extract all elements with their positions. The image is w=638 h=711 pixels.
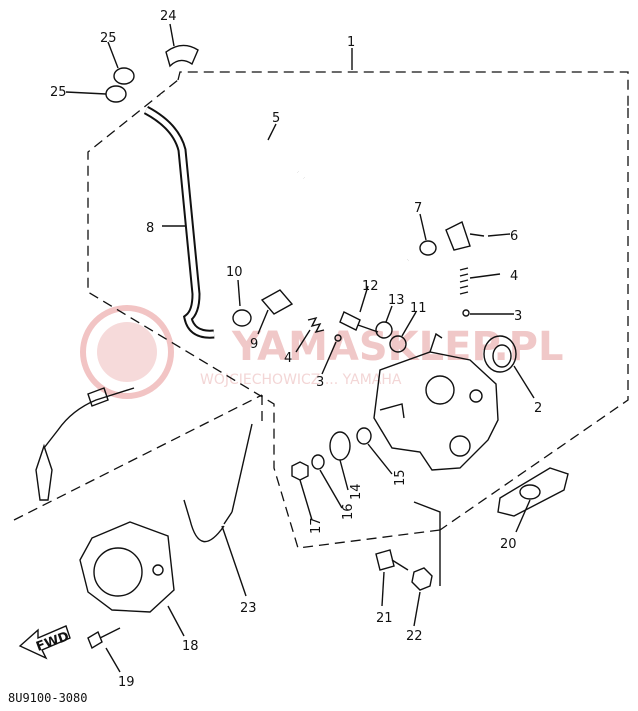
sensor-lead [35, 387, 135, 501]
hose-8 [143, 106, 215, 339]
spring-4-upper [459, 267, 469, 295]
callout-18: 18 [182, 639, 199, 654]
callout-3-lower: 3 [316, 375, 324, 390]
ball-3-upper [462, 309, 470, 317]
nut-17 [291, 461, 309, 481]
callout-4-lower: 4 [284, 351, 292, 366]
callout-17: 17 [309, 517, 324, 534]
forward-arrow-icon: FWD [18, 625, 71, 660]
callout-21: 21 [376, 611, 393, 626]
bolt-21 [375, 549, 409, 571]
clip-24 [165, 44, 199, 68]
washer-13 [375, 321, 393, 339]
leader-lines [65, 23, 535, 673]
washer-15 [356, 427, 372, 445]
clamp-10 [232, 309, 252, 327]
callout-13: 13 [388, 293, 405, 308]
fitting-6 [445, 221, 485, 251]
spring-4-lower [307, 316, 325, 334]
fwd-label: FWD [34, 629, 71, 655]
assembly-boundary [13, 71, 629, 549]
gear-14 [329, 431, 351, 461]
watermark-tagline: WOJCIECHOWICZ ... YAMAHA [200, 372, 402, 388]
callout-8: 8 [146, 221, 154, 236]
hose-5 [158, 93, 409, 265]
drawing-code: 8U9100-3080 [8, 691, 87, 705]
washer-11 [389, 335, 407, 353]
screw-19 [87, 627, 121, 650]
callout-19: 19 [118, 675, 135, 690]
callout-2: 2 [534, 401, 542, 416]
callout-16: 16 [341, 503, 356, 520]
ball-3-lower [334, 334, 342, 342]
callout-11: 11 [410, 301, 427, 316]
cover-18 [79, 521, 175, 613]
callout-23: 23 [240, 601, 257, 616]
oil-pump-body [373, 332, 499, 471]
clip-25-upper [113, 67, 135, 85]
fitting-9 [260, 289, 294, 315]
callout-15: 15 [393, 469, 408, 486]
callout-3-upper: 3 [514, 309, 522, 324]
callout-22: 22 [406, 629, 423, 644]
washer-16 [311, 454, 325, 470]
nut-22 [411, 567, 433, 591]
callout-10: 10 [226, 265, 243, 280]
callout-5: 5 [272, 111, 280, 126]
screw-12 [339, 311, 379, 333]
callout-20: 20 [500, 537, 517, 552]
callout-9: 9 [250, 337, 258, 352]
callout-1: 1 [347, 35, 355, 50]
cable-23 [183, 423, 253, 543]
clamp-7 [419, 240, 437, 256]
callout-12: 12 [362, 279, 379, 294]
callout-25-lower: 25 [50, 85, 67, 100]
seal-2 [483, 335, 517, 373]
callout-7: 7 [414, 201, 422, 216]
callout-6: 6 [510, 229, 518, 244]
callout-labels: 1 2 3 3 4 4 5 6 7 8 9 10 11 12 13 14 15 … [50, 9, 542, 690]
clip-25-lower [105, 85, 127, 103]
callout-25-upper: 25 [100, 31, 117, 46]
callout-4-upper: 4 [510, 269, 518, 284]
callout-14: 14 [349, 483, 364, 500]
watermark-logo-icon [80, 305, 174, 399]
gasket-20 [497, 467, 569, 517]
callout-24: 24 [160, 9, 177, 24]
